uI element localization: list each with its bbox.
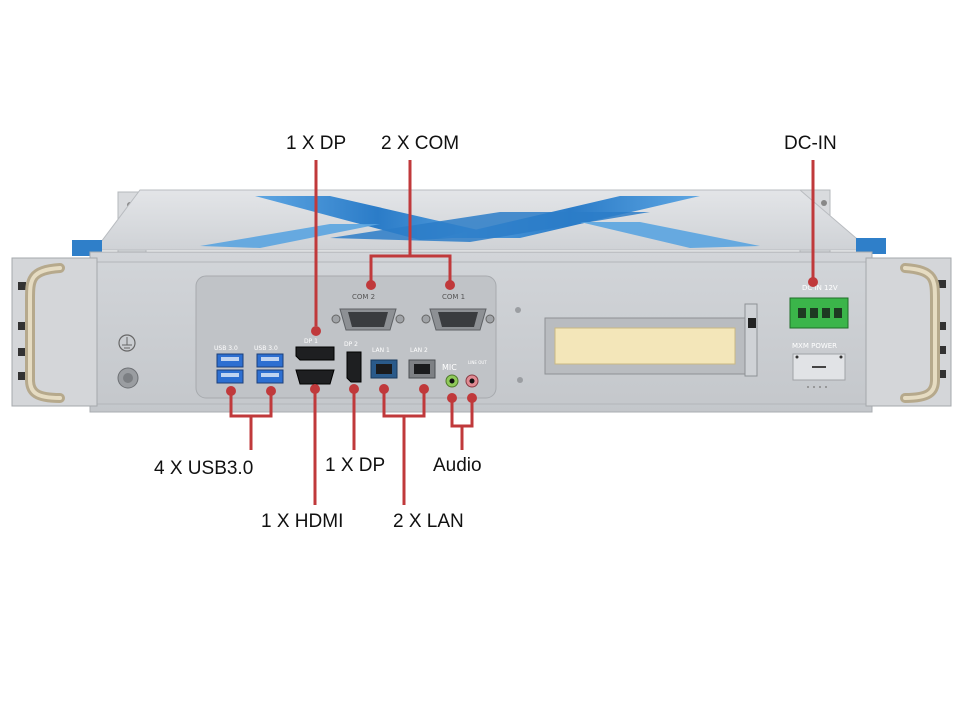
lan1-label: LAN 1 (372, 347, 390, 354)
line-out-jack (465, 374, 479, 388)
com2-port (331, 308, 405, 331)
callout-usb: 4 X USB3.0 (154, 458, 254, 479)
front-rack-ear-right (865, 257, 952, 407)
mxm-power-connector (792, 353, 846, 388)
dp2-port (346, 351, 362, 383)
lan2-port (408, 359, 436, 379)
mxm-power-label: MXM POWER (792, 342, 837, 350)
dc-in-12v-label: DC IN 12V (802, 284, 838, 292)
usb-port-3 (216, 369, 244, 384)
mic-label: MIC (442, 363, 457, 372)
dp2-label: DP 2 (344, 341, 358, 348)
mic-jack (445, 374, 459, 388)
callout-hdmi: 1 X HDMI (261, 511, 344, 532)
callout-com: 2 X COM (381, 133, 460, 154)
hdmi-port (295, 369, 335, 385)
leader-dots (226, 277, 818, 403)
usb-label-b: USB 3.0 (254, 345, 278, 352)
usb-port-2 (256, 353, 284, 368)
expansion-slot (544, 303, 758, 377)
dp1-port (295, 346, 335, 361)
ground-symbol-icon (118, 334, 136, 352)
com1-label: COM 1 (442, 293, 465, 301)
usb-port-1 (216, 353, 244, 368)
callout-dp-top: 1 X DP (286, 133, 347, 154)
lan2-label: LAN 2 (410, 347, 428, 354)
com1-port (421, 308, 495, 331)
line-out-label: LINE OUT (468, 360, 487, 365)
leader-lines (229, 160, 815, 505)
callout-dp-bottom: 1 X DP (325, 455, 386, 476)
com2-label: COM 2 (352, 293, 375, 301)
callout-audio: Audio (433, 455, 482, 476)
ground-screw (117, 367, 139, 389)
dp1-label: DP 1 (304, 338, 318, 345)
usb-port-4 (256, 369, 284, 384)
lan1-port (370, 359, 398, 379)
usb-label-a: USB 3.0 (214, 345, 238, 352)
callout-lan: 2 X LAN (393, 511, 464, 532)
callout-dc-in: DC-IN (784, 133, 837, 154)
dc-in-terminal (789, 297, 849, 329)
front-rack-ear-left (11, 257, 98, 407)
